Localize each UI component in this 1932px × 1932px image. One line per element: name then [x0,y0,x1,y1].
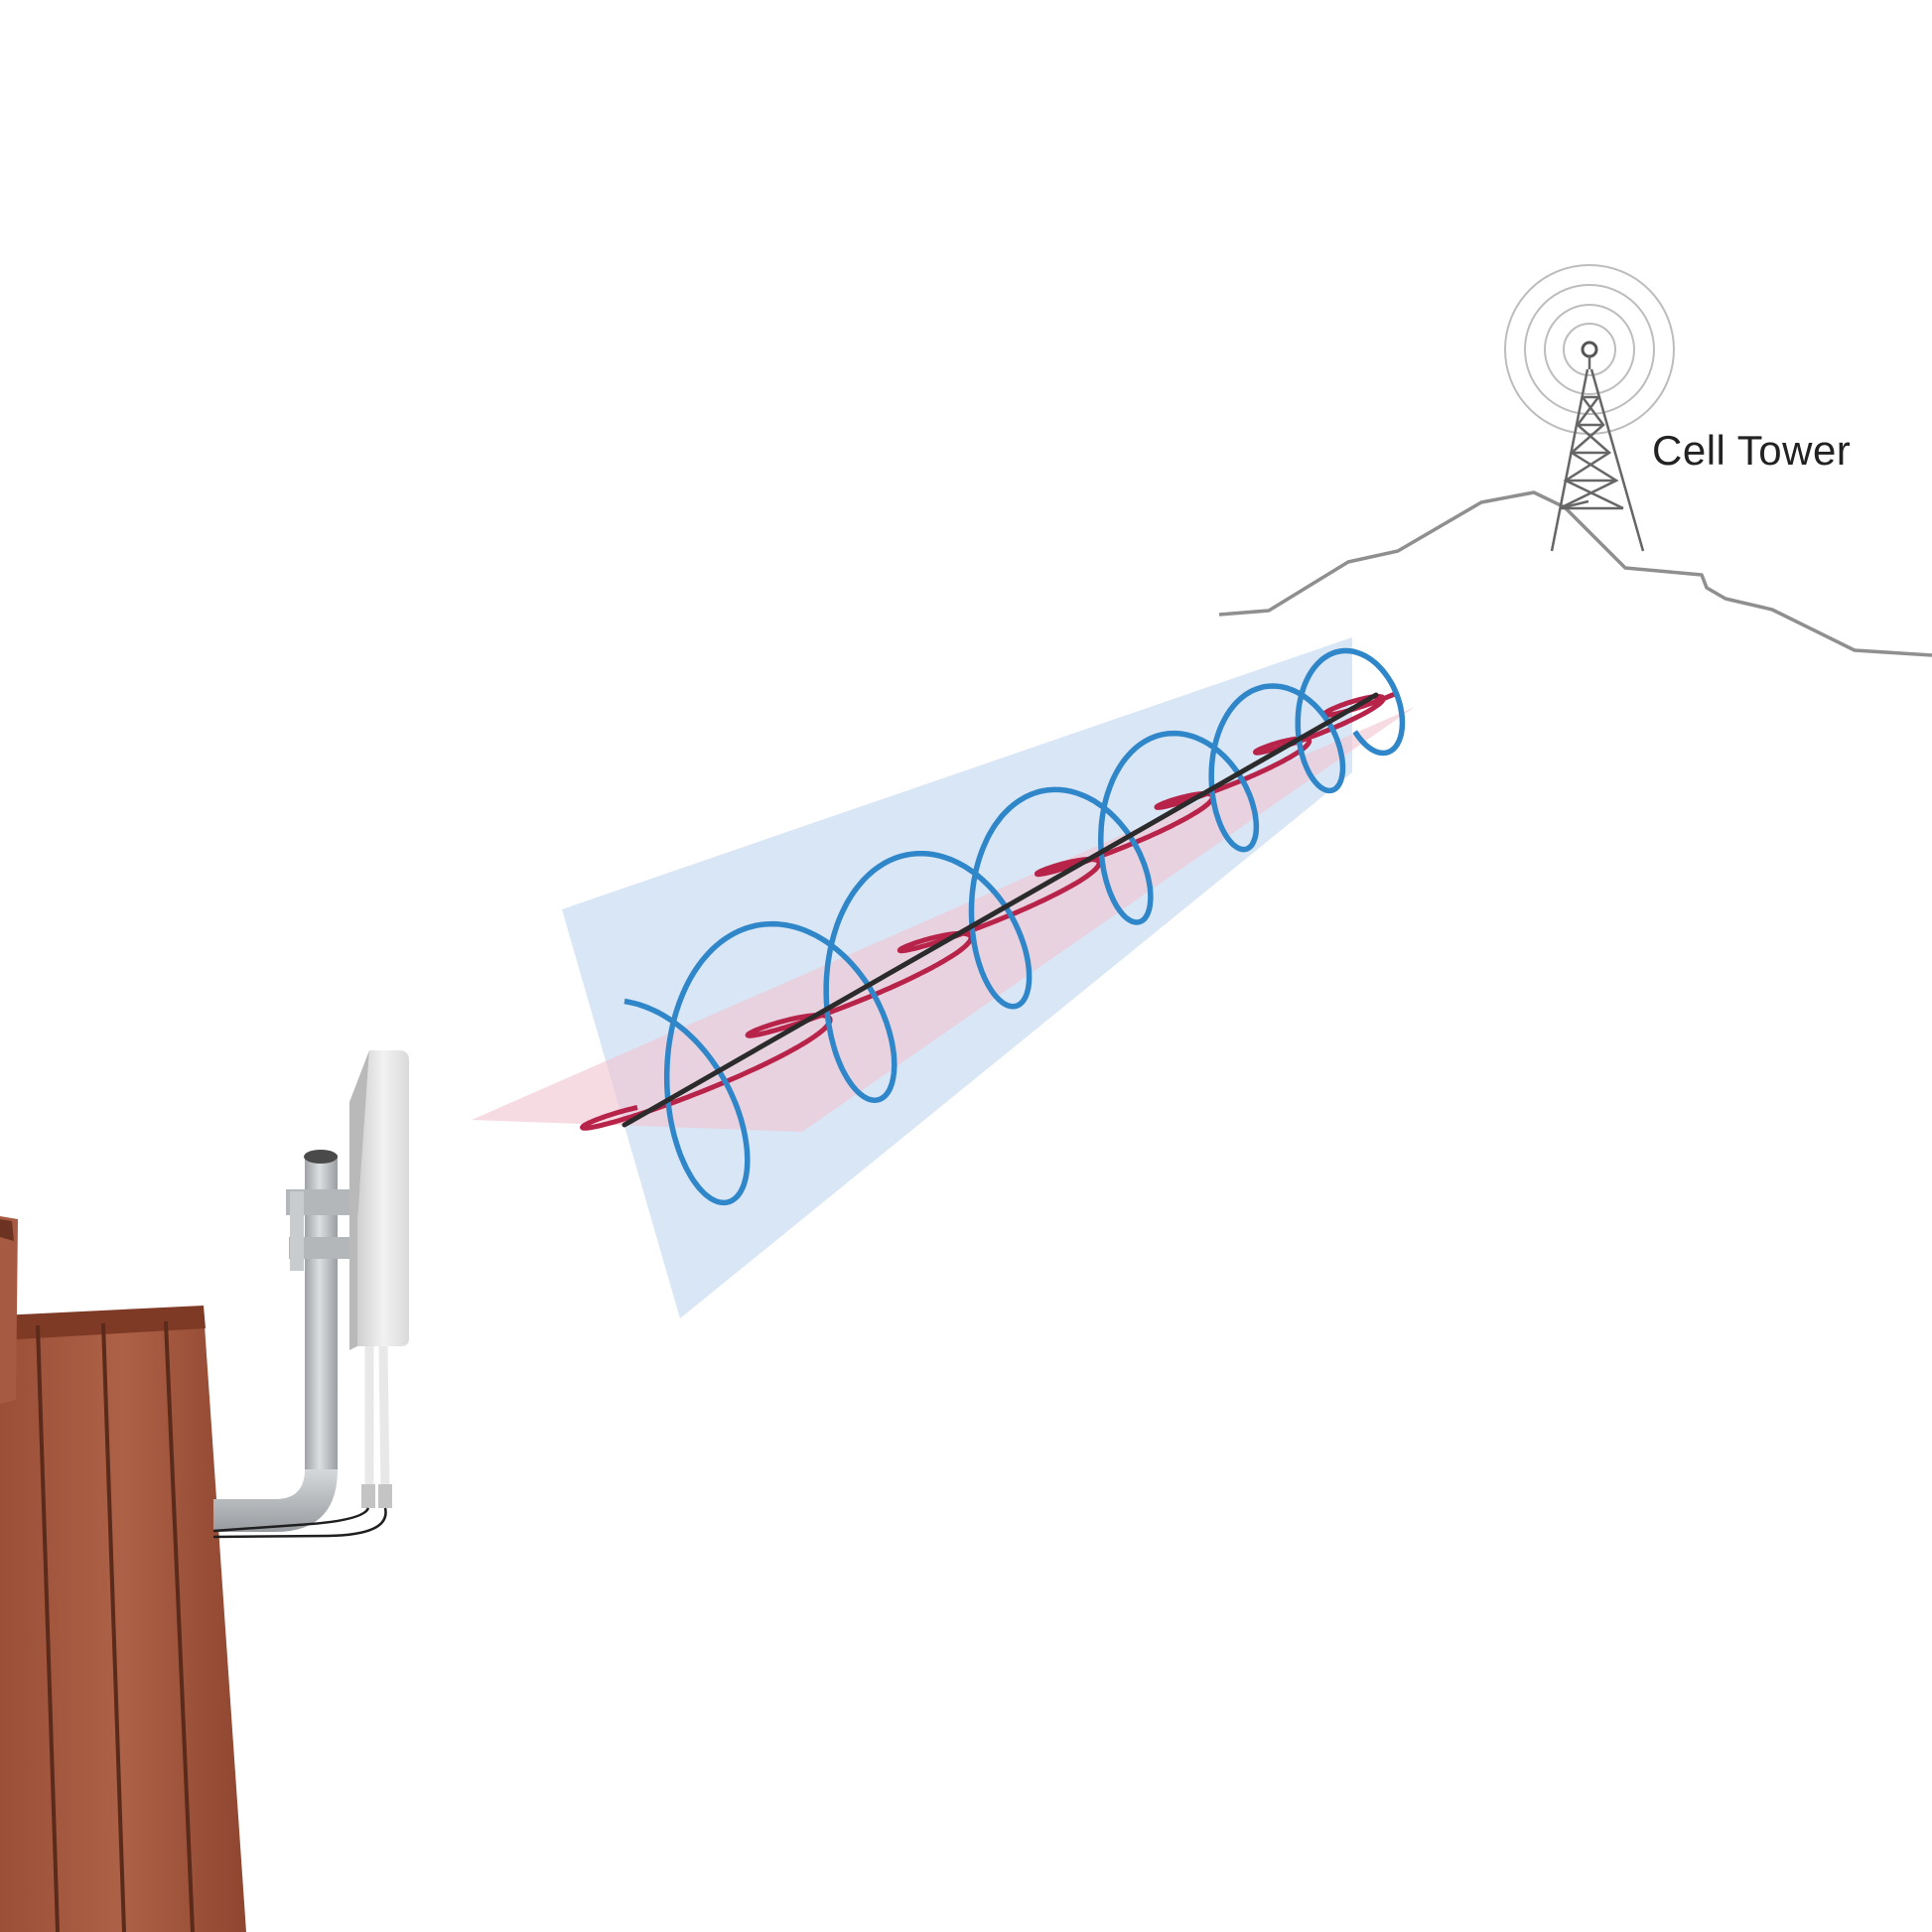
vertical-wave-curve [623,647,1406,1206]
electromagnetic-wave [580,647,1406,1206]
propagation-axis [621,692,1379,1128]
mountain-ridge [1218,490,1932,657]
roof [0,1216,246,1932]
cell-tower-label: Cell Tower [1652,427,1852,474]
cell-tower-icon [1504,264,1675,552]
horizontal-polarization-plane [472,707,1415,1132]
horizontal-wave-curve [580,691,1397,1131]
panel-antenna-icon [212,1050,409,1539]
